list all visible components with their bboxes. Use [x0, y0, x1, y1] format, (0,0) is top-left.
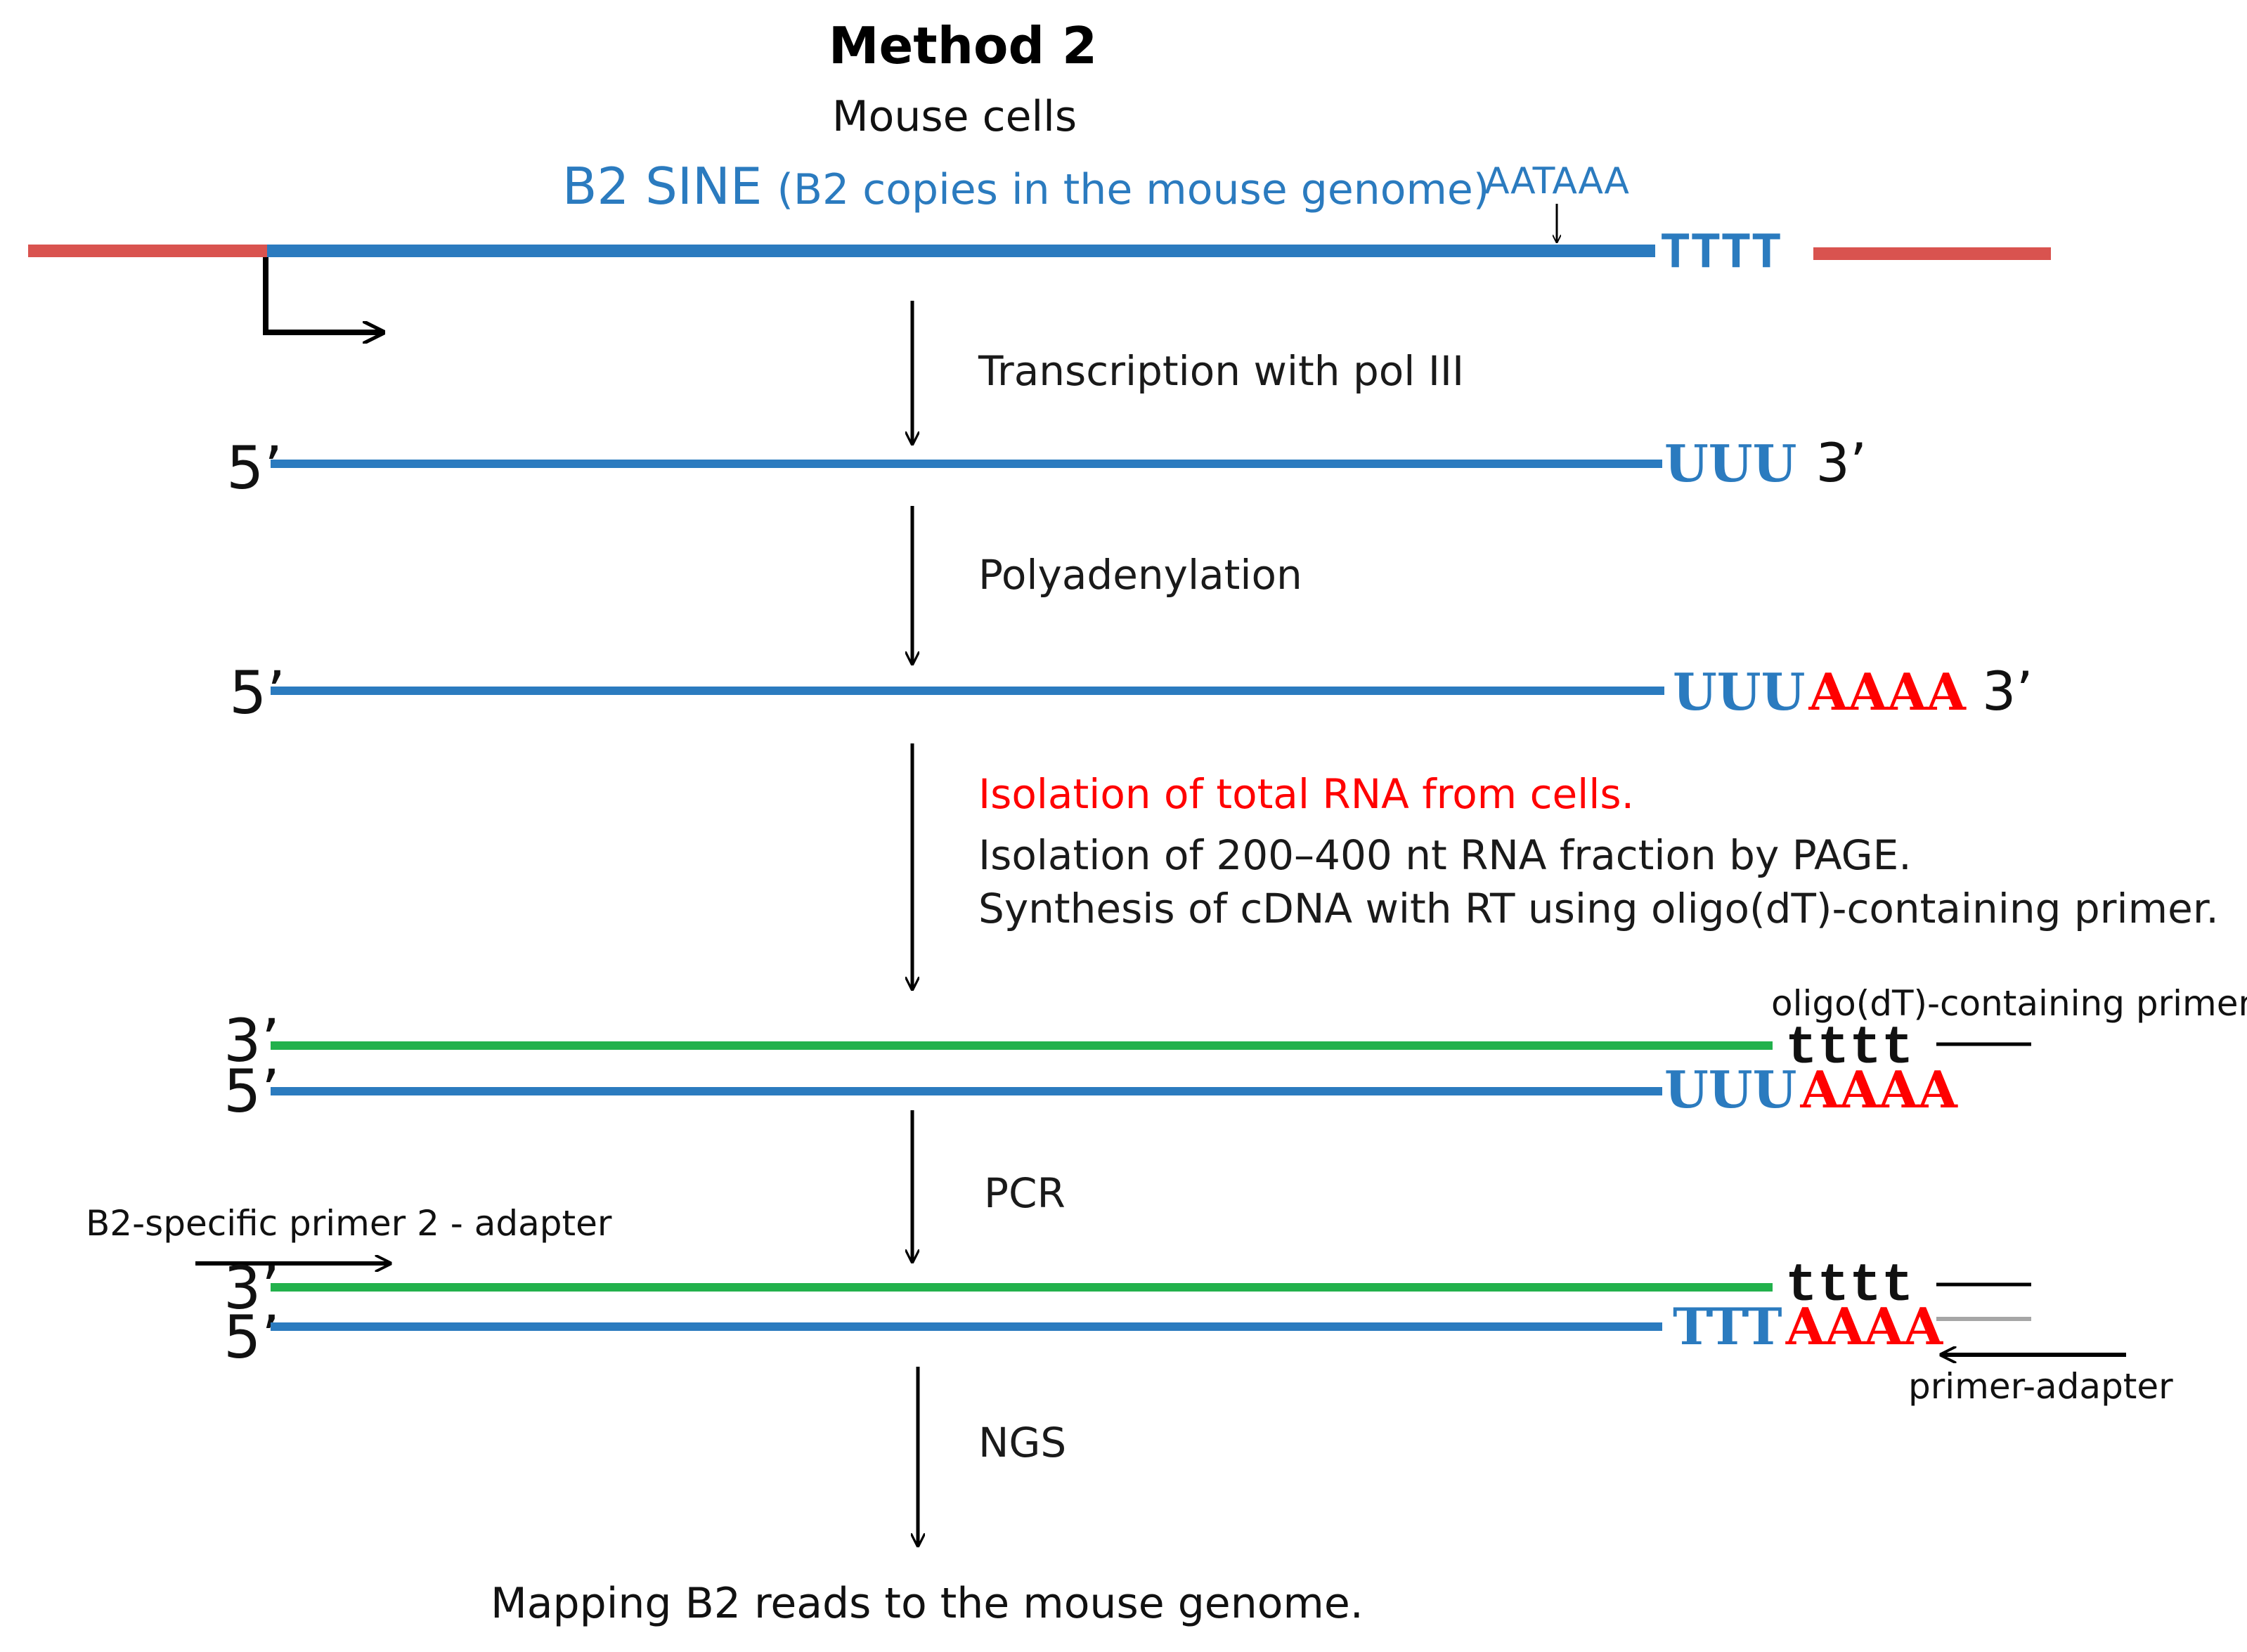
b2-sine-heading: B2 SINE (B2 copies in the mouse genome) — [562, 157, 1489, 216]
transcription-start-arrow — [263, 257, 383, 332]
row4-polya: AAAA — [1799, 1060, 1958, 1119]
row4-five-prime: 5’ — [224, 1057, 280, 1126]
row5-polya: AAAA — [1785, 1296, 1944, 1356]
row4-three-prime: 3’ — [224, 1006, 280, 1075]
row5-oligo-dt: tttt — [1785, 1256, 1913, 1316]
primer-adapter-label: primer-adapter — [1908, 1366, 2173, 1407]
b2-sine-note: (B2 copies in the mouse genome) — [777, 165, 1489, 214]
b2-specific-primer-label: B2-specific primer 2 - adapter — [86, 1203, 612, 1244]
row2-uuu: UUU — [1664, 434, 1796, 493]
row5-tail: TTT AAAA — [1673, 1296, 1943, 1356]
figure-title: Method 2 — [829, 16, 1097, 75]
row3-uuu: UUU — [1673, 662, 1805, 722]
row4-oligo-dt: tttt — [1785, 1018, 1913, 1079]
step-ngs-label: NGS — [978, 1419, 1066, 1466]
step-polyadenylation-label: Polyadenylation — [978, 551, 1302, 599]
row5-three-prime: 3’ — [224, 1254, 280, 1322]
row3-three-prime: 3’ — [1982, 660, 2033, 722]
step-cdna-synthesis-label: Synthesis of cDNA with RT using oligo(dT… — [978, 885, 2219, 932]
row2-u-tail: UUU 3’ — [1664, 431, 1867, 494]
row3-tail: UUU AAAA 3’ — [1673, 660, 2033, 722]
step-isolation-total-label: Isolation of total RNA from cells. — [978, 770, 1634, 818]
b2-sine-label: B2 SINE — [562, 157, 762, 216]
cell-type-label: Mouse cells — [832, 92, 1077, 141]
step-transcription-label: Transcription with pol III — [978, 347, 1464, 395]
row5-ttt: TTT — [1673, 1296, 1782, 1356]
oligo-dt-primer-label: oligo(dT)-containing primer — [1771, 983, 2247, 1024]
genomic-t-tail: TTTT — [1660, 225, 1782, 282]
row5-five-prime: 5’ — [224, 1303, 280, 1372]
aataaa-signal-label: AATAAA — [1484, 160, 1629, 202]
step-isolation-fraction-label: Isolation of 200–400 nt RNA fraction by … — [978, 831, 1912, 879]
row4-tail: UUU AAAA — [1664, 1060, 1958, 1119]
conclusion-text: Mapping B2 reads to the mouse genome. — [491, 1579, 1364, 1628]
row4-uuu: UUU — [1664, 1060, 1796, 1119]
row2-three-prime: 3’ — [1815, 431, 1867, 494]
step-pcr-label: PCR — [984, 1169, 1066, 1217]
row3-polya: AAAA — [1808, 662, 1967, 722]
